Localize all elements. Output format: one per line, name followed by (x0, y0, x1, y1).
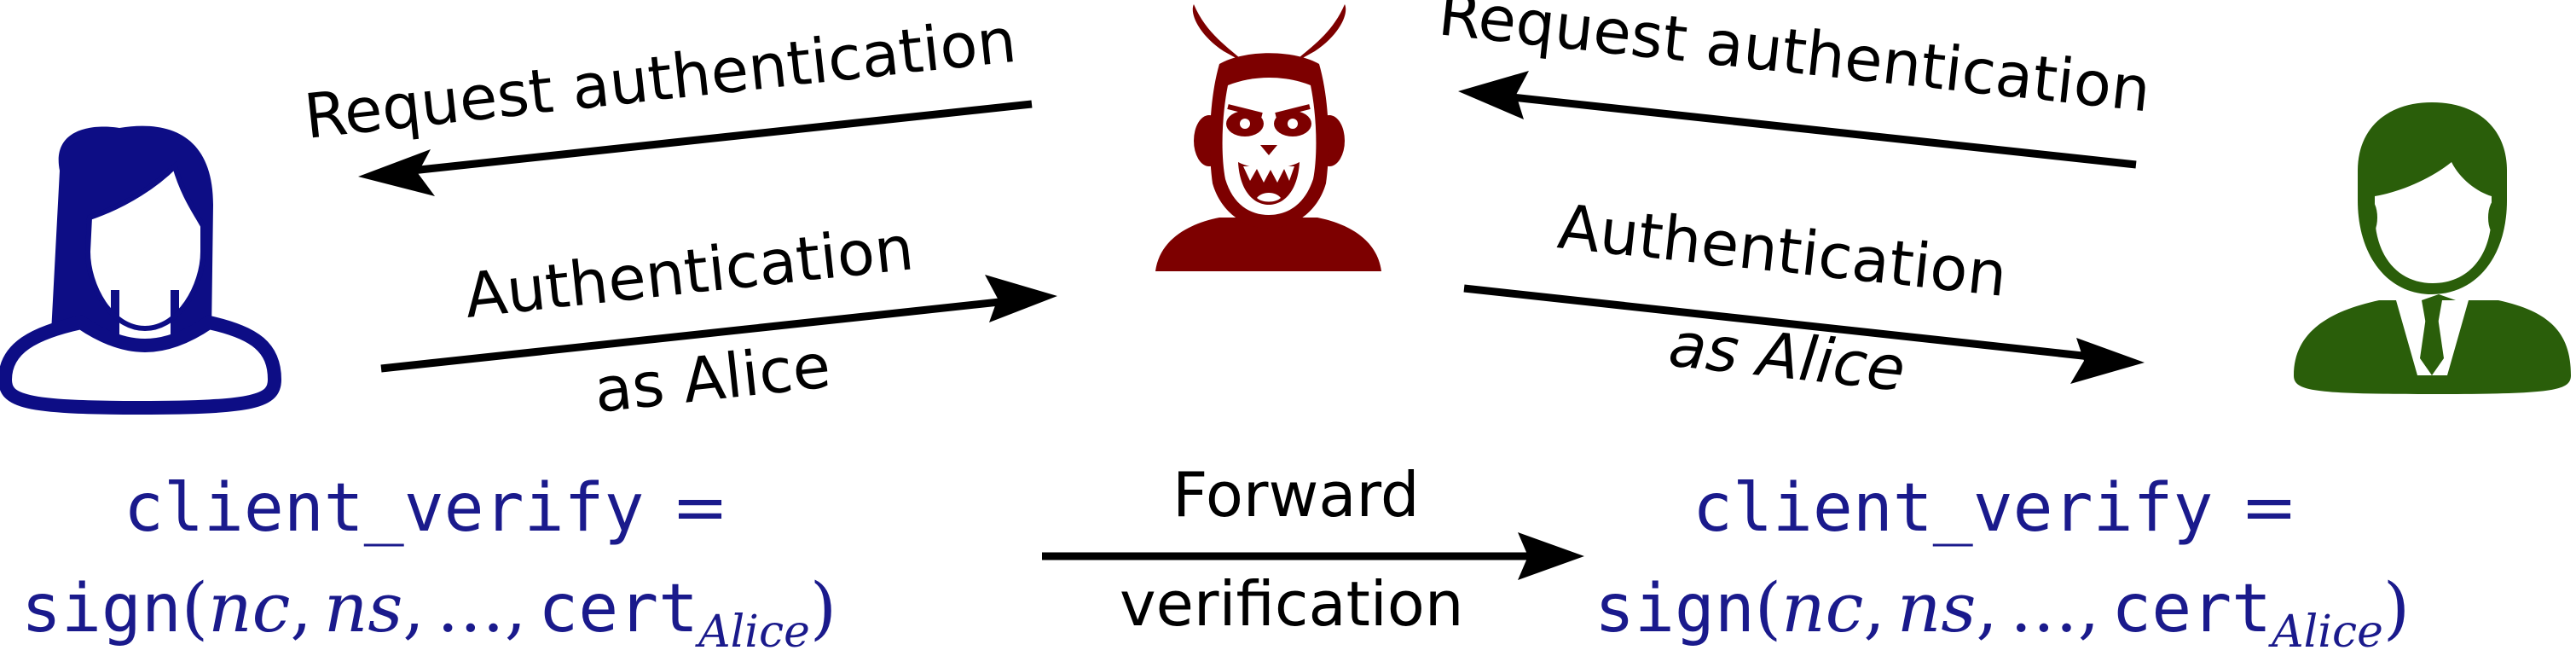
label-auth-right-line2: as Alice (1665, 308, 1908, 404)
formula-left: client_verify = sign(nc,ns,…,certAlice) (21, 467, 836, 656)
label-request-right: Request authentication (1435, 0, 2154, 125)
devil-attacker-icon (1155, 4, 1381, 271)
arrow-auth-right (1463, 284, 2145, 384)
arrow-request-left (358, 100, 1033, 196)
formula-left-lhs: client_verify (124, 470, 644, 547)
label-forward-line2: verification (1120, 568, 1464, 640)
arrow-forward (1042, 532, 1584, 580)
formula-right: client_verify = sign(nc,ns,…,certAlice) (1595, 467, 2410, 656)
svg-text:sign(nc,ns,…,certAlice): sign(nc,ns,…,certAlice) (21, 568, 836, 656)
arrow-request-right (1458, 71, 2137, 169)
svg-text:client_verify =: client_verify = (124, 467, 729, 547)
formula-right-lhs: client_verify (1693, 470, 2213, 547)
formula-right-eq: = (2240, 467, 2297, 547)
arrow-auth-left (380, 275, 1057, 373)
server-person-icon (2294, 102, 2571, 394)
alice-person-icon (0, 125, 282, 415)
svg-text:sign(nc,ns,…,certAlice): sign(nc,ns,…,certAlice) (1595, 568, 2410, 656)
formula-left-eq: = (671, 467, 728, 547)
label-request-left: Request authentication (301, 4, 1020, 153)
label-auth-right-line1: Authentication (1554, 190, 2011, 311)
label-forward-line1: Forward (1172, 459, 1420, 531)
svg-text:client_verify =: client_verify = (1693, 467, 2298, 547)
label-auth-left-line1: Authentication (461, 212, 918, 332)
